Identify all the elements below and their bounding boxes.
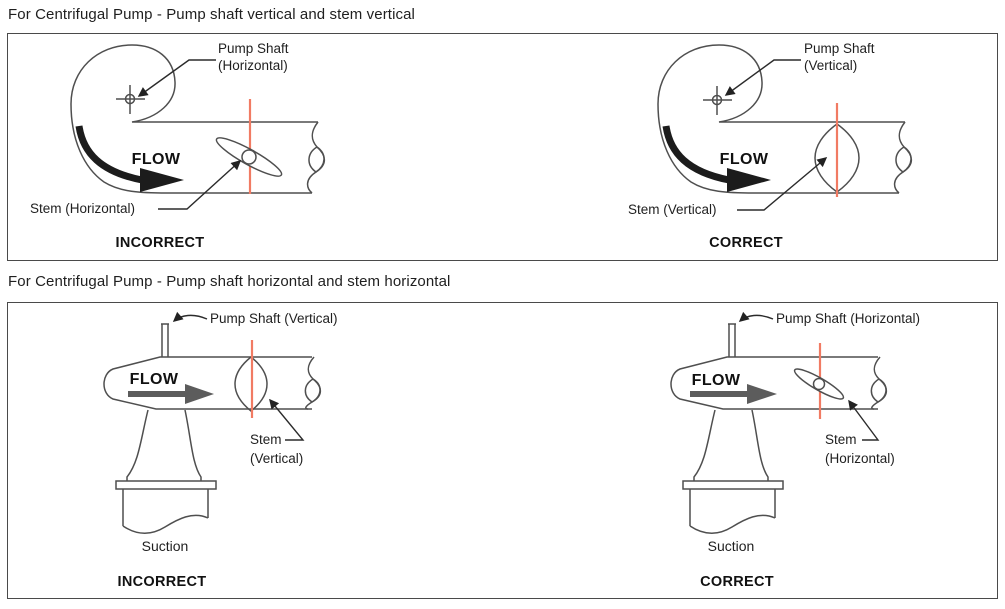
pump-shaft-leader-arrow	[172, 311, 208, 322]
pump-shaft-leader-arrow	[724, 59, 801, 96]
pipe-break-leaf	[895, 146, 912, 173]
pump-shaft-stub	[728, 323, 736, 357]
stem-label: Stem (Vertical)	[250, 430, 303, 468]
pump-body-and-pipe	[670, 356, 878, 410]
pump-shaft-label-line1: Pump Shaft	[218, 41, 289, 56]
stem-leader-arrow	[269, 398, 305, 441]
pump-shaft-label-line1: Pump Shaft	[804, 41, 875, 56]
stem-label-line1: Stem	[825, 432, 857, 447]
flow-arrowhead	[747, 384, 777, 404]
stem-label-line1: Stem	[250, 432, 282, 447]
suction-cone	[693, 409, 769, 481]
stem-label-line2: (Vertical)	[250, 451, 304, 466]
flow-arrowhead	[140, 168, 184, 192]
verdict-label-incorrect: INCORRECT	[117, 574, 207, 590]
pipe-break-leaf	[870, 378, 887, 403]
pump-shaft-label-line2: (Horizontal)	[218, 57, 288, 73]
pump-shaft-label-line2: (Vertical)	[804, 57, 858, 73]
verdict-label-incorrect: INCORRECT	[115, 235, 205, 251]
diagram-bottom-right-correct	[670, 311, 888, 534]
pipe-break-symbol	[306, 121, 326, 194]
pump-body-and-pipe	[103, 356, 312, 410]
pump-shaft-crosshair	[116, 85, 145, 114]
flow-label: FLOW	[131, 151, 181, 168]
suction-label: Suction	[707, 538, 755, 554]
flow-curved-arrow	[662, 125, 730, 184]
stem-label: Stem (Horizontal)	[30, 201, 136, 216]
pipe-break-leaf	[308, 146, 325, 173]
stem-leader-arrow	[848, 399, 880, 441]
flow-label: FLOW	[129, 371, 179, 388]
stem-label-line2: (Horizontal)	[825, 451, 895, 466]
flow-label: FLOW	[691, 372, 741, 389]
flow-arrowhead	[727, 168, 771, 192]
pump-shaft-leader-arrow	[137, 59, 216, 97]
suction-bell	[122, 489, 209, 534]
valve-stem-end	[812, 377, 826, 391]
panel-stem-horizontal	[7, 302, 998, 599]
stem-leader-arrow	[737, 157, 828, 211]
pump-shaft-label: Pump Shaft (Horizontal)	[218, 41, 289, 74]
pump-shaft-label: Pump Shaft (Horizontal)	[776, 311, 921, 326]
suction-label: Suction	[141, 538, 189, 554]
suction-flange	[682, 480, 784, 490]
stem-leader-arrow	[158, 160, 242, 210]
stem-label: Stem (Vertical)	[628, 202, 717, 217]
pump-shaft-stub	[161, 323, 169, 357]
suction-bell	[689, 489, 776, 534]
flow-label: FLOW	[719, 151, 769, 168]
flow-arrowhead	[185, 384, 214, 404]
section-title-stem-vertical: For Centrifugal Pump - Pump shaft vertic…	[8, 6, 415, 23]
valve-stem-end	[241, 149, 257, 165]
verdict-label-correct: CORRECT	[700, 574, 774, 590]
panel-stem-vertical	[7, 33, 998, 261]
pipe-break-symbol	[893, 121, 913, 194]
suction-cone	[126, 409, 202, 481]
pump-volute-and-pipe	[70, 44, 318, 194]
section-title-stem-horizontal: For Centrifugal Pump - Pump shaft horizo…	[8, 273, 451, 290]
suction-flange	[115, 480, 217, 490]
pipe-break-leaf	[304, 378, 321, 403]
pump-shaft-label: Pump Shaft (Vertical)	[210, 311, 338, 326]
pump-volute-and-pipe	[657, 44, 905, 194]
flow-curved-arrow	[75, 125, 143, 184]
pump-shaft-label: Pump Shaft (Vertical)	[804, 41, 875, 74]
diagram-top-left-incorrect	[70, 44, 326, 210]
diagram-top-right-correct	[657, 44, 913, 211]
pump-shaft-crosshair	[703, 86, 732, 115]
stem-label: Stem (Horizontal)	[825, 430, 895, 468]
pump-shaft-leader-arrow	[738, 311, 774, 322]
diagram-bottom-left-incorrect	[103, 311, 322, 534]
verdict-label-correct: CORRECT	[709, 235, 783, 251]
